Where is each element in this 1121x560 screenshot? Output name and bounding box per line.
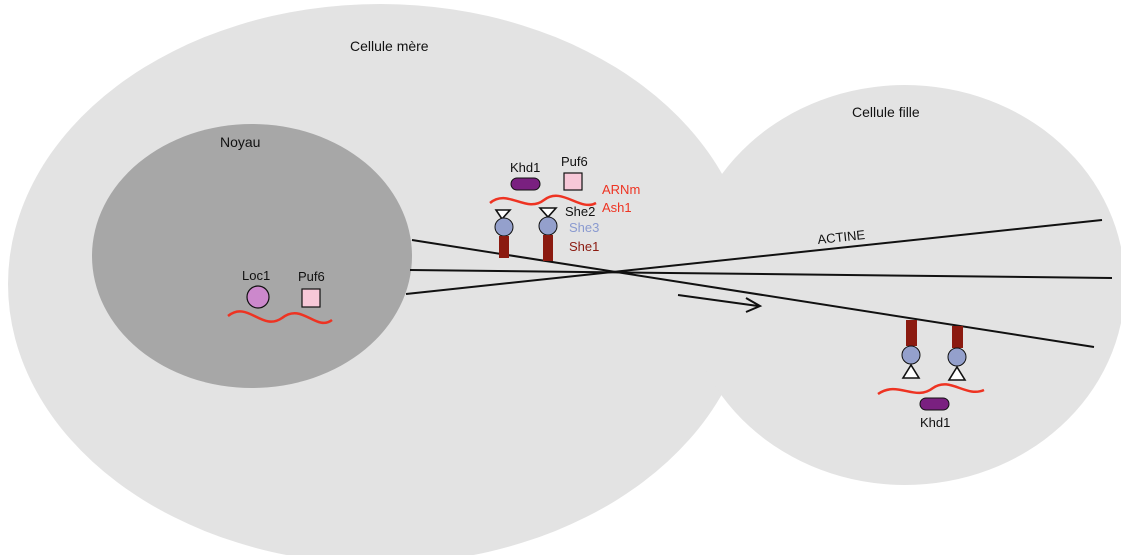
she3-right-motor: [538, 216, 558, 236]
puf6-nucleus-label: Puf6: [298, 269, 325, 284]
actin-filament-2: [409, 269, 1113, 279]
actin-label: ACTINE: [817, 227, 866, 247]
she1-left-myosin: [499, 236, 509, 258]
she3-left-motor: [494, 217, 514, 237]
she1-right-myosin: [543, 235, 553, 261]
khd1-top-label: Khd1: [510, 160, 540, 175]
loc1-label: Loc1: [242, 268, 270, 283]
khd1-top-protein: [510, 177, 541, 191]
she2-bottom-right-adaptor: [947, 365, 967, 381]
daughter-cell: [685, 85, 1121, 485]
top-mrna-wave: [489, 194, 597, 207]
she2-left-adaptor: [494, 209, 512, 221]
she1-label: She1: [569, 239, 599, 254]
she3-bottom-right-motor: [947, 347, 967, 367]
top-motor-right: [538, 207, 558, 261]
she3-bottom-left-motor: [901, 345, 921, 365]
nucleus-label: Noyau: [220, 134, 260, 150]
mrna-label-line2: Ash1: [602, 200, 632, 215]
mrna-label-line1: ARNm: [602, 182, 640, 197]
actin-filaments: [405, 219, 1113, 348]
transport-direction-arrow: [677, 294, 763, 313]
actin-filament-3: [405, 219, 1103, 295]
puf6-top-protein: [563, 172, 583, 191]
she2-label: She2: [565, 204, 595, 219]
loc1-protein: [246, 285, 270, 309]
top-motor-left: [494, 209, 514, 258]
puf6-nucleus-protein: [301, 288, 321, 308]
bottom-motor-right: [947, 326, 967, 381]
bottom-mrna-wave: [877, 383, 985, 396]
daughter-cell-label: Cellule fille: [852, 104, 920, 120]
khd1-bottom-protein: [919, 397, 950, 411]
she2-bottom-left-adaptor: [901, 363, 921, 379]
khd1-bottom-label: Khd1: [920, 415, 950, 430]
bottom-motor-left: [901, 320, 921, 379]
she1-bottom-right-myosin: [952, 326, 963, 348]
puf6-top-label: Puf6: [561, 154, 588, 169]
she1-bottom-left-myosin: [906, 320, 917, 346]
she2-right-adaptor: [538, 207, 558, 219]
mother-cell-label: Cellule mère: [350, 38, 429, 54]
nucleus: [92, 124, 412, 388]
she3-label: She3: [569, 220, 599, 235]
nuclear-mrna-wave: [227, 310, 333, 324]
actin-filament-1: [411, 239, 1095, 348]
